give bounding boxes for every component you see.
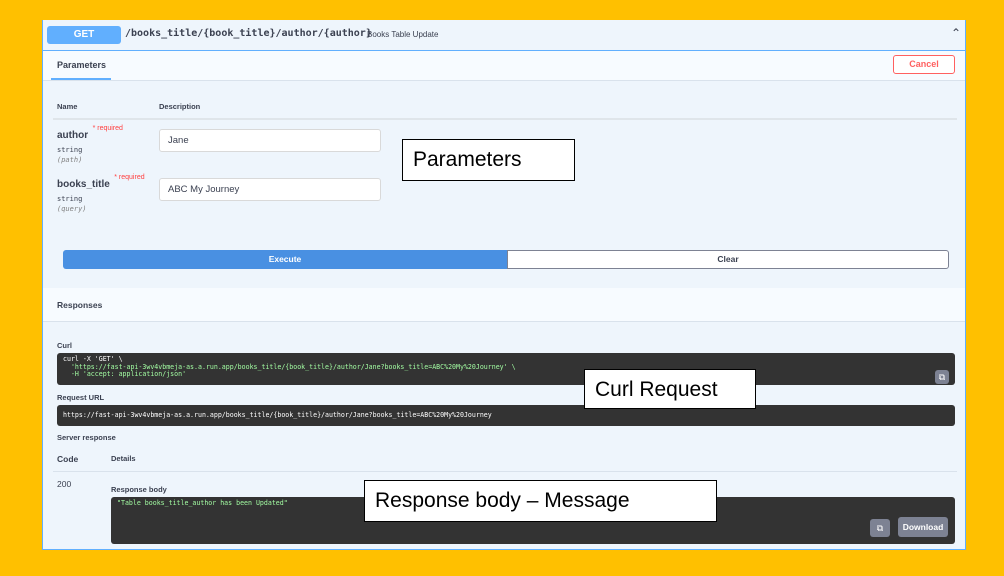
request-url[interactable]: https://fast-api-3wv4vbmeja-as.a.run.app… bbox=[57, 405, 955, 426]
param-author: author * required string (path) bbox=[57, 125, 123, 164]
callout-response-body: Response body – Message bbox=[364, 480, 717, 522]
details-header: Details bbox=[111, 454, 136, 463]
endpoint-path[interactable]: /books_title/{book_title}/author/{author… bbox=[125, 28, 372, 39]
param-type: string bbox=[57, 146, 83, 154]
param-location: (path) bbox=[57, 156, 83, 164]
curl-line: -H 'accept: application/json' bbox=[63, 370, 187, 378]
required-marker: * required bbox=[114, 174, 145, 181]
response-body-label: Response body bbox=[111, 485, 167, 494]
books-title-input[interactable]: ABC My Journey bbox=[159, 178, 381, 201]
param-location: (query) bbox=[57, 205, 87, 213]
author-input[interactable]: Jane bbox=[159, 129, 381, 152]
response-body-text: "Table books_title_author has been Updat… bbox=[117, 499, 288, 507]
request-url-label: Request URL bbox=[57, 393, 105, 402]
divider bbox=[53, 471, 957, 472]
chevron-up-icon[interactable]: ⌃ bbox=[950, 26, 961, 40]
required-label: required bbox=[97, 125, 123, 132]
code-header: Code bbox=[57, 454, 79, 464]
description-header: Description bbox=[159, 102, 201, 111]
method-badge: GET bbox=[47, 26, 121, 44]
responses-title: Responses bbox=[57, 300, 103, 310]
param-name: author bbox=[57, 130, 89, 141]
param-books-title: books_title * required string (query) bbox=[57, 174, 145, 213]
tab-parameters[interactable]: Parameters bbox=[57, 60, 107, 70]
execute-button[interactable]: Execute bbox=[63, 250, 507, 269]
server-response-label: Server response bbox=[57, 433, 116, 442]
callout-curl-request: Curl Request bbox=[584, 369, 756, 409]
curl-line: 'https://fast-api-3wv4vbmeja-as.a.run.ap… bbox=[63, 362, 516, 371]
responses-bar bbox=[43, 288, 965, 322]
clear-button[interactable]: Clear bbox=[507, 250, 949, 269]
required-marker: * required bbox=[92, 125, 123, 132]
callout-parameters: Parameters bbox=[402, 139, 575, 181]
copy-icon[interactable]: ⧉ bbox=[935, 370, 949, 384]
curl-command[interactable]: curl -X 'GET' \ 'https://fast-api-3wv4vb… bbox=[57, 353, 955, 385]
divider bbox=[43, 50, 965, 51]
divider bbox=[53, 118, 957, 120]
operation-panel: GET /books_title/{book_title}/author/{au… bbox=[42, 20, 966, 550]
download-button[interactable]: Download bbox=[898, 517, 948, 537]
response-code: 200 bbox=[57, 479, 72, 489]
param-type: string bbox=[57, 195, 83, 203]
endpoint-summary: Books Table Update bbox=[367, 30, 439, 39]
tab-bar bbox=[43, 51, 965, 81]
required-label: required bbox=[118, 174, 145, 181]
name-header: Name bbox=[57, 102, 78, 111]
copy-icon[interactable]: ⧉ bbox=[870, 519, 890, 537]
tab-underline bbox=[51, 78, 111, 80]
param-name: books_title bbox=[57, 179, 110, 190]
curl-line: curl -X 'GET' \ bbox=[63, 355, 123, 363]
curl-label: Curl bbox=[57, 341, 72, 350]
cancel-button[interactable]: Cancel bbox=[893, 55, 955, 74]
